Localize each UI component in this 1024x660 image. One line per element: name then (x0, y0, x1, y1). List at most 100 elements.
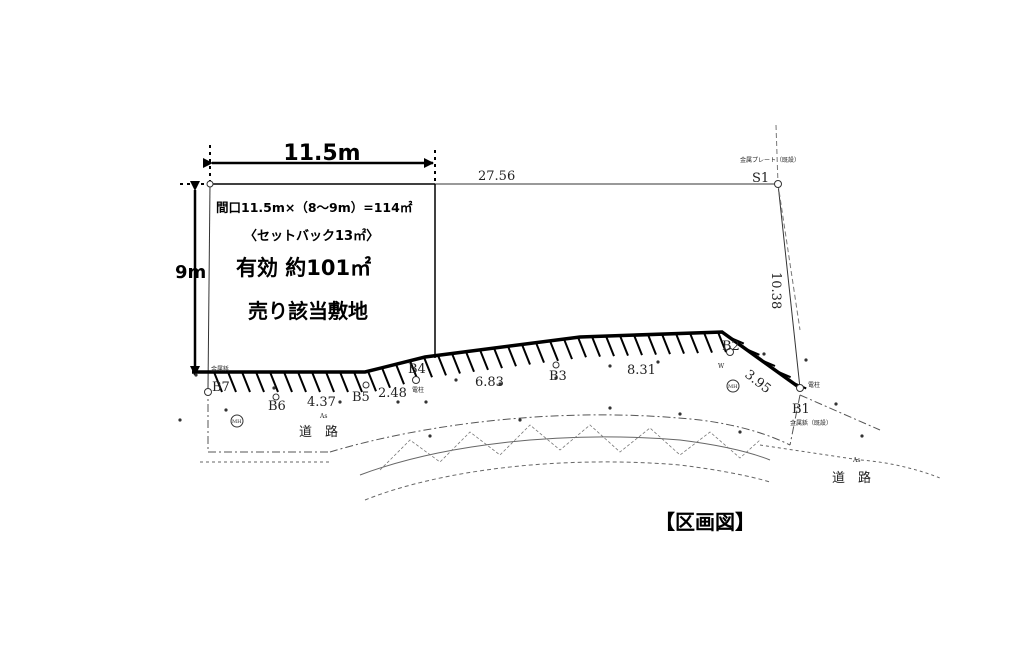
point-b7: B7 (212, 380, 230, 395)
survey-dot (834, 402, 838, 406)
manhole-left-label: MH (232, 419, 242, 425)
survey-dot (272, 386, 276, 390)
survey-dot (738, 430, 742, 434)
setback-hatching (213, 331, 807, 393)
hatch-stroke (549, 340, 559, 362)
hatch-stroke (521, 344, 531, 365)
as-label-right: As (852, 457, 860, 464)
note-w: W (718, 363, 725, 370)
hatch-stroke (353, 371, 363, 393)
hatch-stroke (311, 371, 321, 393)
marker-tl (206, 180, 214, 188)
hatch-stroke (675, 333, 685, 354)
point-s1: S1 (752, 171, 769, 186)
survey-dot (554, 376, 558, 380)
hatch-stroke (776, 370, 791, 379)
point-b3: B3 (549, 369, 567, 384)
hatch-stroke (451, 353, 461, 374)
survey-dot (608, 364, 612, 368)
survey-dot (656, 360, 660, 364)
survey-dot (194, 373, 198, 377)
sale-area-box (210, 183, 436, 358)
frontage-dimension-label: 11.5m (283, 141, 360, 166)
hatch-stroke (647, 334, 657, 355)
hatch-stroke (703, 332, 713, 354)
road-curb (200, 436, 941, 501)
road-label-left: 道 路 (299, 424, 338, 440)
point-b4: B4 (408, 362, 426, 377)
marker-b4 (412, 376, 420, 384)
distance-top: 27.56 (478, 169, 515, 184)
effective-area-text: 有効 約101㎡ (236, 256, 371, 280)
distance-b7-b6: 4.37 (307, 395, 336, 410)
distance-b4-b3: 6.83 (475, 375, 504, 390)
hatch-stroke (213, 371, 223, 393)
hatch-stroke (227, 371, 237, 393)
note-kinzoku-left: 金属鋲 (211, 365, 229, 373)
hatch-stroke (661, 333, 671, 355)
hatch-stroke (283, 371, 293, 393)
hatch-stroke (381, 367, 391, 389)
survey-dot (178, 418, 182, 422)
point-b1: B1 (792, 402, 810, 417)
note-kinzoku-b1: 金属鋲（既設） (790, 419, 832, 427)
marker-b2 (726, 348, 734, 356)
area-text: 間口11.5m×（8～9m）=114㎡ (216, 200, 413, 215)
survey-dot (454, 378, 458, 382)
survey-dot (396, 400, 400, 404)
point-b2: B2 (722, 339, 740, 354)
hatch-stroke (689, 332, 699, 354)
manhole-right (726, 379, 740, 393)
caption: 【区画図】 (655, 510, 755, 534)
manhole-symbols (230, 379, 740, 428)
hatch-stroke (367, 370, 377, 392)
hatch-stroke (605, 335, 615, 357)
survey-dot (518, 418, 522, 422)
survey-dot (762, 352, 766, 356)
hatch-stroke (465, 351, 475, 373)
road-label-right: 道 路 (832, 470, 871, 486)
marker-b5 (362, 381, 370, 389)
hatch-stroke (325, 371, 335, 393)
hatch-stroke (339, 371, 349, 393)
survey-dot (428, 434, 432, 438)
marker-s1 (774, 180, 782, 188)
depth-dimension-label: 9m (175, 262, 206, 283)
hatch-stroke (633, 334, 643, 356)
road-outline (207, 388, 881, 453)
survey-dot (498, 382, 502, 386)
note-denchu-b1: 電柱 (808, 381, 820, 389)
hatch-stroke (255, 371, 265, 393)
hatch-stroke (437, 354, 447, 376)
hatch-stroke (269, 371, 279, 393)
setback-text: 〈セットバック13㎡〉 (244, 228, 379, 244)
hatch-stroke (745, 347, 760, 356)
neighbor-line (775, 124, 801, 331)
hatch-stroke (577, 336, 587, 358)
survey-dot (678, 412, 682, 416)
note-kinzoku-top: 金属プレート（既設） (740, 156, 800, 164)
hatch-stroke (241, 371, 251, 393)
distance-right: 10.38 (768, 272, 783, 309)
scatter-dots (178, 352, 864, 438)
hatch-stroke (479, 349, 489, 371)
hatch-stroke (535, 342, 545, 364)
as-label-left: As (319, 413, 327, 420)
hatch-stroke (507, 345, 517, 367)
hatch-stroke (395, 363, 405, 385)
survey-dot (860, 434, 864, 438)
survey-dot (338, 400, 342, 404)
hatch-stroke (729, 336, 745, 345)
hatch-stroke (493, 347, 503, 369)
distance-b5-b4: 2.48 (378, 386, 407, 401)
hatch-stroke (423, 356, 433, 378)
distance-b2-b1: 3.95 (742, 367, 774, 397)
distance-b3-b2: 8.31 (627, 363, 656, 378)
survey-dot (608, 406, 612, 410)
survey-dot (224, 408, 228, 412)
note-denchu-b4: 電柱 (412, 386, 424, 394)
survey-markers (204, 180, 804, 401)
manhole-right-label: MH (728, 384, 738, 390)
manhole-left (230, 414, 244, 428)
